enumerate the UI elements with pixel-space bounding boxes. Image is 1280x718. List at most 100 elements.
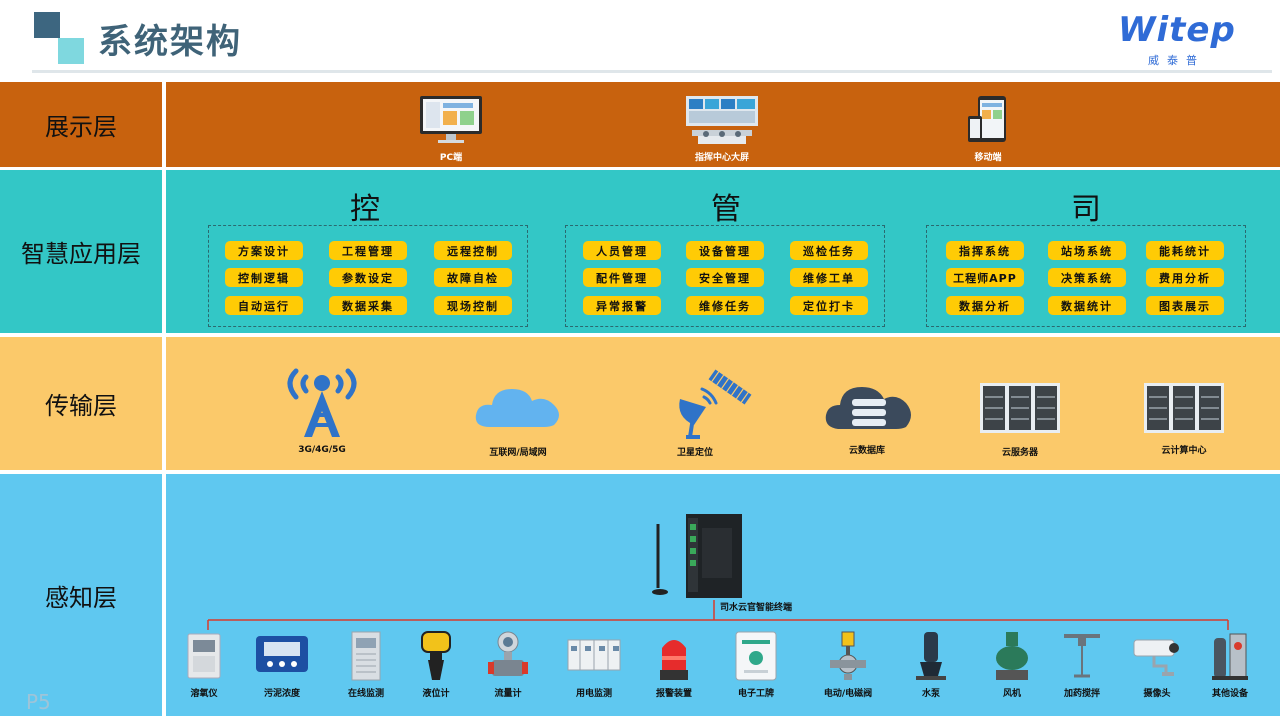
cloud-server-rack-icon — [980, 383, 1060, 433]
dosing-mixer-icon — [1064, 634, 1100, 678]
function-pill: 配件管理 — [583, 268, 661, 287]
function-pill: 工程管理 — [329, 241, 407, 260]
cloud-database-icon — [825, 387, 911, 429]
function-pill: 图表展示 — [1146, 296, 1224, 315]
level-meter-icon — [421, 631, 451, 680]
function-pill: 指挥系统 — [946, 241, 1024, 260]
transport-item-label: 云计算中心 — [1161, 446, 1207, 456]
title-decoration-square-dark — [34, 12, 60, 38]
function-pill: 方案设计 — [225, 241, 303, 260]
device-label: 报警装置 — [655, 689, 692, 699]
other-equipment-icon — [1212, 633, 1248, 680]
device-label: 电动/电磁阀 — [823, 689, 873, 699]
function-pill: 维修工单 — [790, 268, 868, 287]
smart-terminal-icon — [652, 514, 742, 598]
header-divider — [32, 70, 1272, 73]
function-pill: 费用分析 — [1146, 268, 1224, 287]
device-label: 加药搅拌 — [1063, 689, 1100, 699]
transport-item-label: 云服务器 — [1001, 448, 1038, 458]
function-pill: 决策系统 — [1048, 268, 1126, 287]
perception-layer-body: 司水云官智能终端 溶氧仪 污泥浓度 — [166, 474, 1280, 716]
application-layer-body: 控 方案设计 工程管理 远程控制 控制逻辑 参数设定 故障自检 自动运行 数据采… — [166, 170, 1280, 333]
title-decoration-square-light — [58, 38, 84, 64]
blower-fan-icon — [996, 632, 1028, 680]
power-monitor-icon — [567, 639, 621, 671]
function-pill: 定位打卡 — [790, 296, 868, 315]
cloud-computing-center-icon — [1144, 383, 1224, 433]
device-label: 摄像头 — [1143, 689, 1171, 699]
device-label: 在线监测 — [347, 689, 384, 699]
function-pill: 人员管理 — [583, 241, 661, 260]
camera-icon — [1133, 639, 1179, 676]
brand-logo: Witep 威泰普 — [1118, 10, 1258, 68]
display-layer: 展示层 PC端 — [0, 82, 1280, 167]
group-title-manage: 管 — [711, 192, 741, 227]
electric-valve-icon — [830, 631, 866, 680]
application-layer: 智慧应用层 控 方案设计 工程管理 远程控制 控制逻辑 参数设定 故障自检 自动… — [0, 170, 1280, 333]
display-item-label: 指挥中心大屏 — [694, 153, 749, 163]
water-pump-icon — [916, 632, 946, 680]
function-pill: 巡检任务 — [790, 241, 868, 260]
transport-item-label: 云数据库 — [848, 446, 885, 456]
perception-layer: 感知层 司水云官智能终端 — [0, 474, 1280, 716]
page-number: P5 — [26, 690, 51, 714]
function-pill: 现场控制 — [434, 296, 512, 315]
internet-cloud-icon — [475, 389, 559, 427]
layer-label-application: 智慧应用层 — [21, 240, 141, 268]
function-pill: 异常报警 — [583, 296, 661, 315]
display-layer-body: PC端 指挥中心大屏 — [166, 82, 1280, 167]
layer-label-transport: 传输层 — [45, 392, 117, 420]
layer-separator — [162, 474, 166, 716]
function-pill: 维修任务 — [686, 296, 764, 315]
device-label: 用电监测 — [575, 689, 612, 699]
function-pill: 能耗统计 — [1146, 241, 1224, 260]
dissolved-oxygen-meter-icon — [187, 633, 221, 679]
layer-separator — [162, 82, 166, 167]
layer-separator — [162, 337, 166, 470]
function-pill: 故障自检 — [434, 268, 512, 287]
transport-item-label: 3G/4G/5G — [298, 445, 346, 455]
command-center-screen-icon — [686, 96, 758, 144]
function-pill: 安全管理 — [686, 268, 764, 287]
layer-separator — [162, 170, 166, 333]
transport-item-label: 互联网/局域网 — [489, 448, 547, 458]
group-title-operate: 司 — [1071, 192, 1101, 227]
brand-wordmark: Witep — [1118, 10, 1236, 50]
mobile-devices-icon — [968, 96, 1006, 142]
transport-item-label: 卫星定位 — [676, 448, 713, 458]
function-pill: 远程控制 — [434, 241, 512, 260]
pc-monitor-icon — [420, 96, 482, 143]
terminal-label: 司水云官智能终端 — [719, 603, 792, 613]
satellite-dish-icon — [679, 369, 752, 439]
group-box-manage — [565, 225, 885, 327]
group-box-operate — [926, 225, 1246, 327]
online-monitor-icon — [351, 631, 381, 681]
device-label: 水泵 — [921, 689, 940, 699]
function-pill: 数据分析 — [946, 296, 1024, 315]
device-connection-lines — [207, 600, 1229, 630]
function-pill: 站场系统 — [1048, 241, 1126, 260]
device-label: 液位计 — [422, 689, 450, 699]
flow-meter-icon — [488, 631, 528, 676]
electronic-badge-icon — [735, 631, 777, 681]
transport-layer: 传输层 3G/4G/5G 互联网/局域网 — [0, 337, 1280, 470]
signal-tower-icon — [287, 368, 357, 437]
function-pill: 参数设定 — [329, 268, 407, 287]
device-label: 污泥浓度 — [263, 689, 300, 699]
device-label: 溶氧仪 — [190, 689, 218, 699]
layer-label-perception: 感知层 — [45, 583, 117, 612]
device-label: 风机 — [1002, 689, 1021, 699]
function-pill: 数据采集 — [329, 296, 407, 315]
device-label: 其他设备 — [1211, 689, 1248, 699]
device-label: 流量计 — [494, 689, 522, 699]
device-label: 电子工牌 — [737, 689, 774, 699]
brand-subtitle: 威泰普 — [1148, 54, 1205, 67]
function-pill: 控制逻辑 — [225, 268, 303, 287]
display-item-label: 移动端 — [974, 153, 1002, 163]
group-box-control — [208, 225, 528, 327]
sludge-concentration-meter-icon — [256, 636, 308, 672]
function-pill: 数据统计 — [1048, 296, 1126, 315]
transport-layer-body: 3G/4G/5G 互联网/局域网 卫星定位 — [166, 337, 1280, 470]
layer-label-display: 展示层 — [45, 113, 117, 141]
